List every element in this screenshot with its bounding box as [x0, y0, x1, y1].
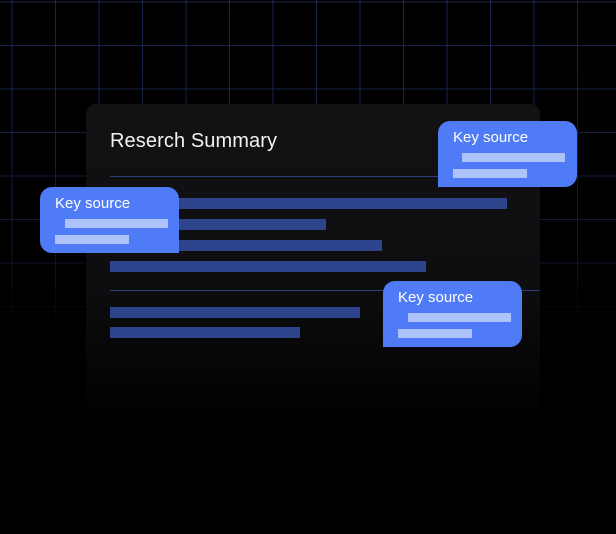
title-divider	[110, 176, 540, 177]
key-source-bubble[interactable]: Key source	[438, 121, 577, 187]
source-placeholder-line	[398, 329, 472, 338]
key-source-label: Key source	[453, 129, 529, 146]
section-divider	[110, 290, 540, 291]
text-placeholder-line	[110, 327, 300, 338]
key-source-bubble[interactable]: Key source	[40, 187, 179, 253]
key-source-bubble[interactable]: Key source	[383, 281, 522, 347]
card-title: Reserch Summary	[110, 130, 278, 152]
key-source-label: Key source	[55, 195, 131, 212]
text-placeholder-line	[110, 198, 507, 209]
key-source-label: Key source	[398, 289, 474, 306]
text-placeholder-line	[110, 240, 382, 251]
text-placeholder-line	[110, 261, 426, 272]
source-placeholder-line	[453, 169, 527, 178]
source-placeholder-line	[462, 153, 565, 162]
source-placeholder-line	[408, 313, 511, 322]
source-placeholder-line	[55, 235, 129, 244]
text-placeholder-line	[110, 307, 360, 318]
text-placeholder-line	[110, 219, 326, 230]
source-placeholder-line	[65, 219, 168, 228]
